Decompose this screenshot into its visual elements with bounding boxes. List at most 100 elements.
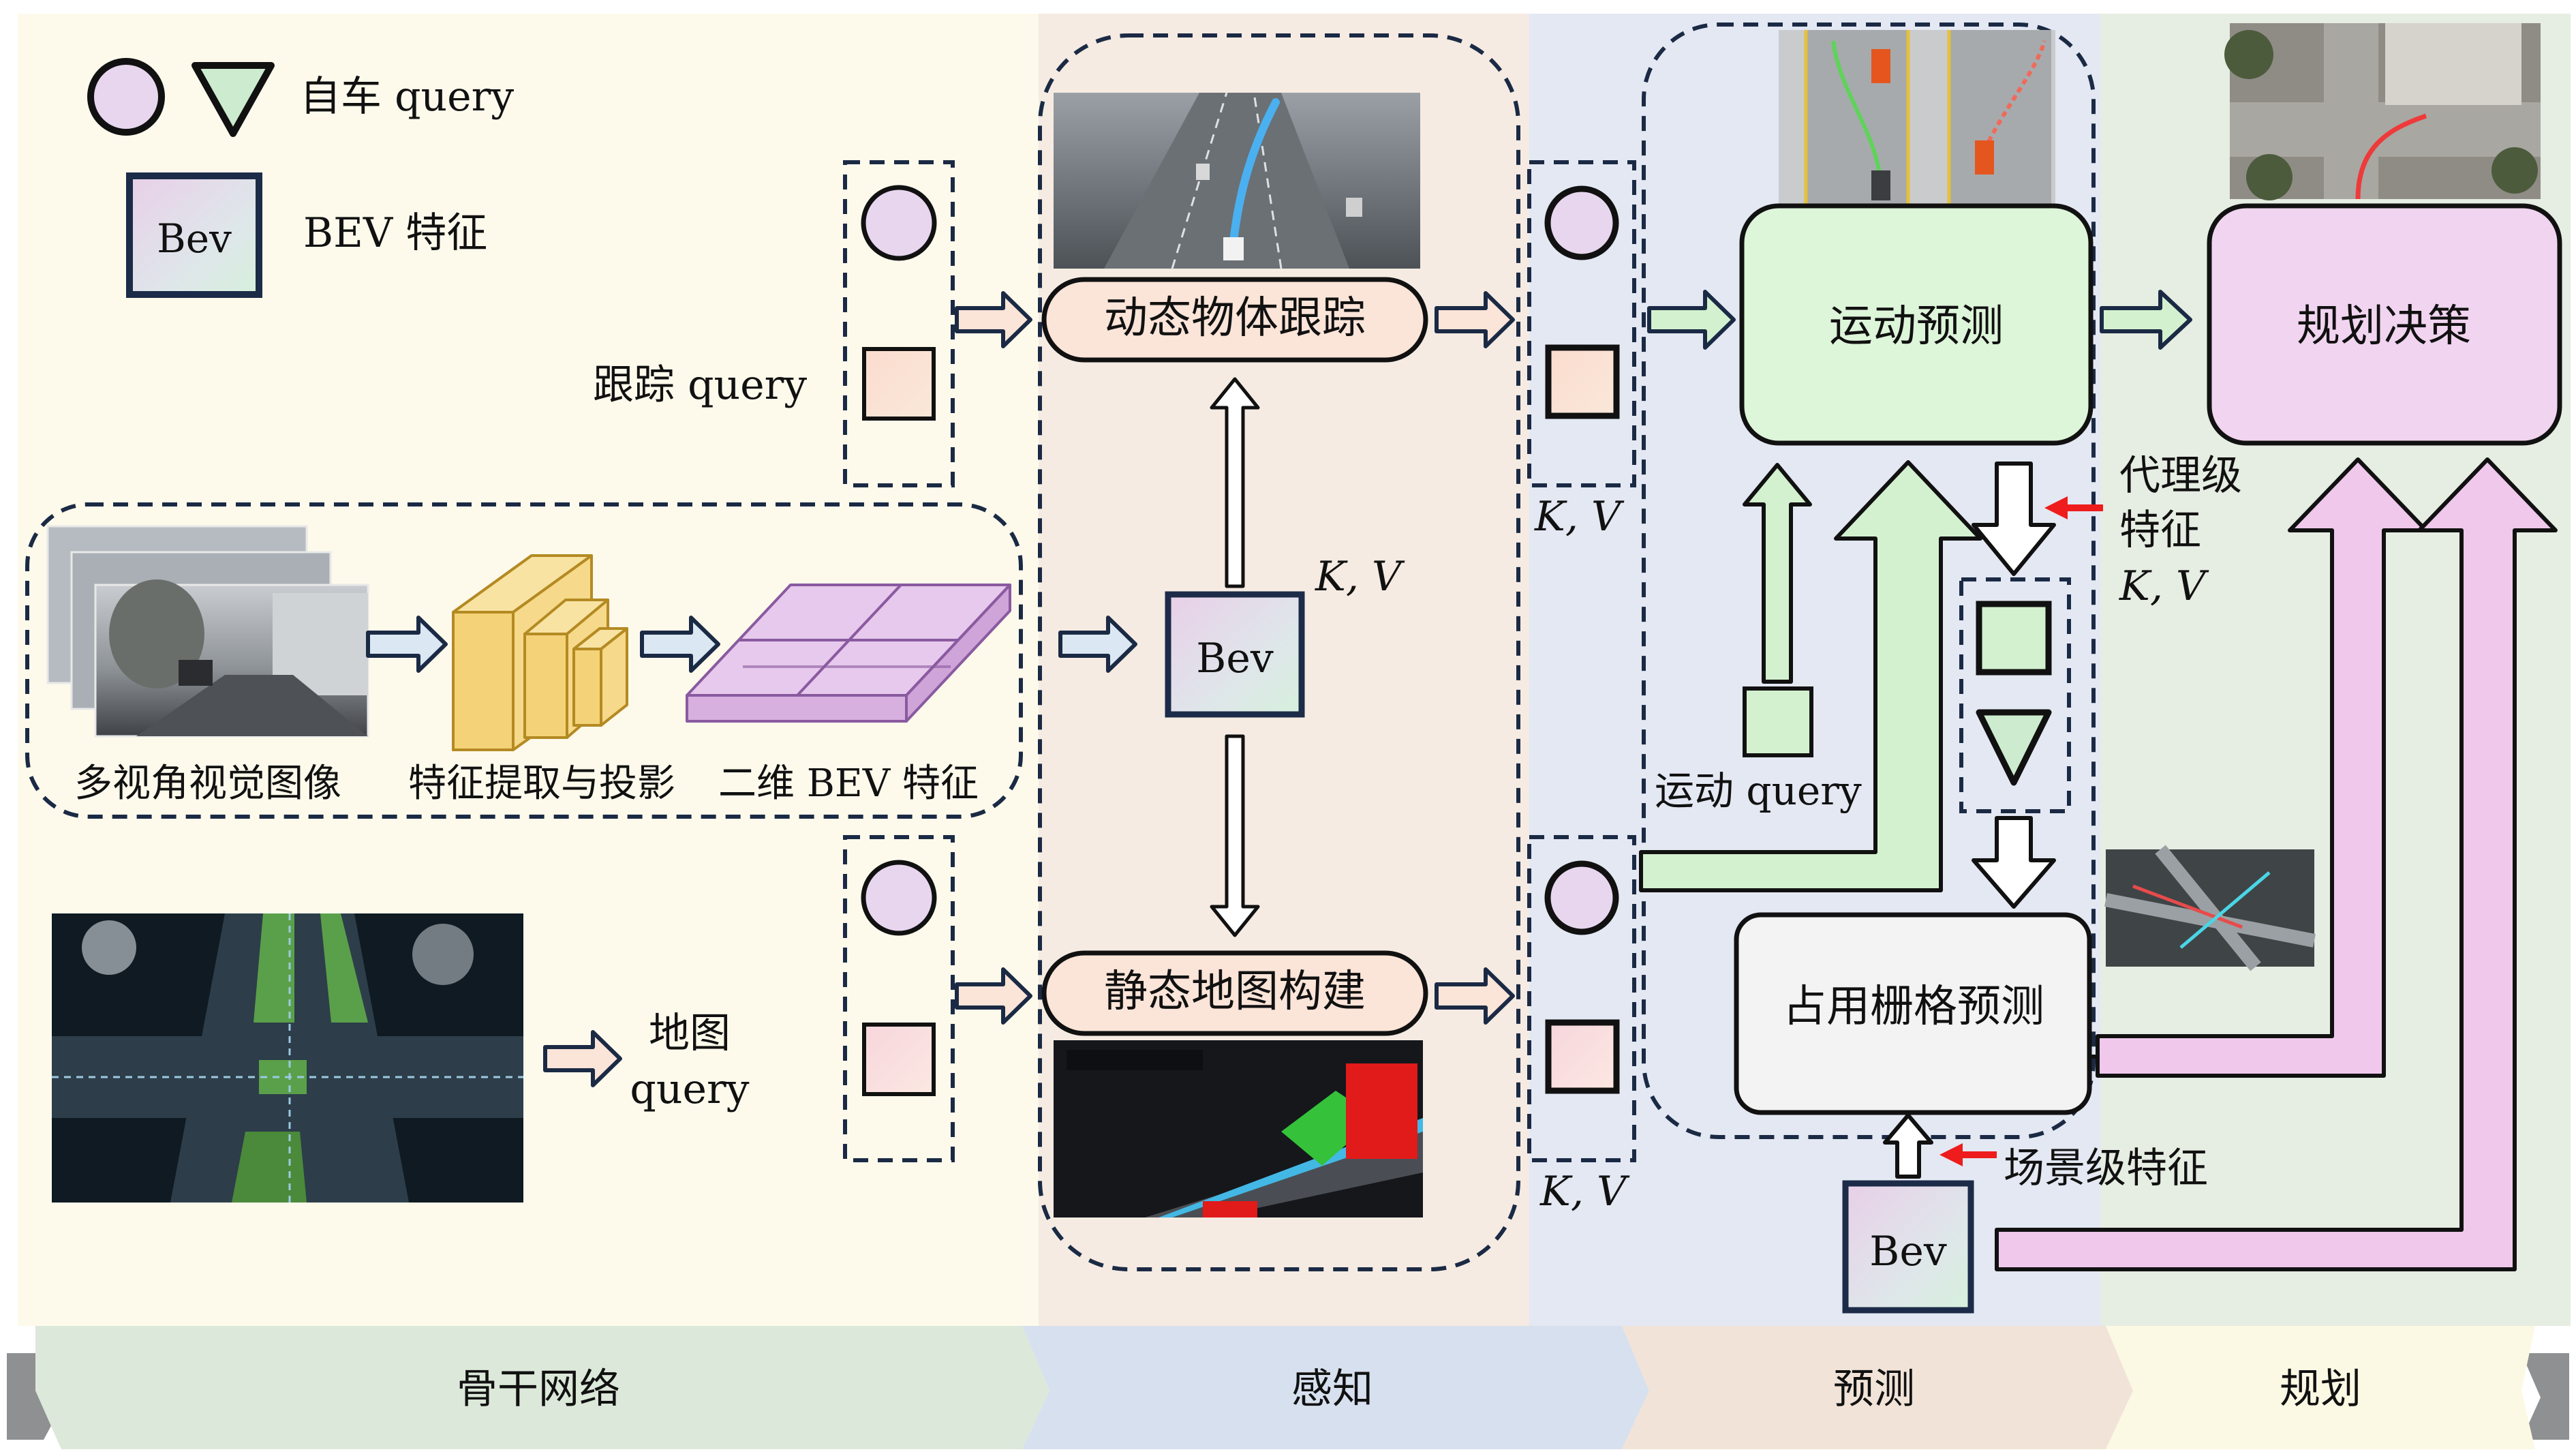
mapping-image xyxy=(1054,1040,1423,1217)
mapping-output-ego-circle-icon xyxy=(1544,860,1619,935)
multi-view-images-label: 多视角视觉图像 xyxy=(74,761,341,806)
agent-feature-kv-label: K, V xyxy=(2119,562,2209,610)
tracking-ego-car xyxy=(1223,237,1244,260)
prediction-bev-box xyxy=(1842,1180,1974,1314)
arrow-bev-to-planning xyxy=(1995,457,2558,1271)
feature-extractor-cnn xyxy=(452,554,628,751)
motion-prediction-module xyxy=(1739,203,2094,446)
planning-section: 规划决策 xyxy=(1995,23,2562,1271)
legend-ego-query-label: 自车 query xyxy=(300,73,514,121)
occupancy-image xyxy=(2104,845,2316,971)
cnn-block-1-front xyxy=(452,611,515,751)
track-query-ego-circle-icon xyxy=(861,185,937,261)
arrow-occupancy-to-planning xyxy=(2096,457,2428,1078)
arrow-images-to-extractor xyxy=(366,616,448,673)
agent-features-group xyxy=(1959,577,2071,813)
tracking-output-group xyxy=(1527,160,1636,487)
hd-map-image xyxy=(52,913,523,1203)
mapping-module-label: 静态地图构建 xyxy=(1104,967,1366,1017)
scene-feature-red-arrow-head xyxy=(1939,1143,1963,1166)
feature-extraction-label: 特征提取与投影 xyxy=(408,761,675,806)
agent-feature-label-line2: 特征 xyxy=(2119,506,2201,554)
tracking-car-1 xyxy=(1196,164,1210,180)
motion-road-left xyxy=(1806,30,1908,205)
track-query-square-icon xyxy=(862,347,936,421)
planning-decision-module xyxy=(2207,203,2562,446)
map-query-label-line1: 地图 xyxy=(649,1010,731,1057)
prediction-section: K, V K, V 运动预测 运动 query xyxy=(1527,22,2242,1314)
legend-ego-triangle-icon xyxy=(191,62,275,137)
bev-2d-label: 二维 BEV 特征 xyxy=(718,761,979,806)
tracking-output-square-icon xyxy=(1545,344,1620,419)
track-query-label: 跟踪 query xyxy=(593,361,807,409)
arrow-motion-query-to-motion xyxy=(1743,463,1812,684)
perception-section: 动态物体跟踪 Bev K, V 静态地图构建 xyxy=(1038,33,1520,1271)
tracking-module-label: 动态物体跟踪 xyxy=(1104,293,1366,344)
arrow-bev-to-tracking xyxy=(1210,377,1260,588)
scene-feature-label: 场景级特征 xyxy=(2004,1145,2208,1192)
arrow-mapping-to-kv xyxy=(1435,967,1515,1025)
arrow-track-query-to-tracking xyxy=(955,291,1032,348)
planning-building xyxy=(2385,23,2521,105)
bev-2d-plane xyxy=(686,584,1011,723)
cnn-block-3-front xyxy=(523,633,568,739)
motion-red-traj xyxy=(1982,40,2046,151)
tracking-car-2 xyxy=(1346,198,1362,217)
planning-decision-label: 规划决策 xyxy=(2297,301,2471,352)
hd-map-tree-1 xyxy=(82,920,136,975)
multi-view-images xyxy=(46,525,369,738)
map-query-square-icon xyxy=(862,1023,936,1096)
hd-map-tree-2 xyxy=(412,924,474,985)
bev-plane-front xyxy=(686,694,908,723)
cnn-block-4-side xyxy=(600,627,628,727)
motion-car-2 xyxy=(1975,140,1994,175)
occupancy-prediction-module xyxy=(1734,912,2092,1115)
agent-feature-triangle-icon xyxy=(1976,709,2052,786)
perception-kv-label: K, V xyxy=(1315,553,1405,601)
occupancy-road-2 xyxy=(2155,845,2261,971)
arrow-tracking-to-kv xyxy=(1435,291,1515,348)
motion-road-right xyxy=(1949,30,2051,205)
arrow-kv-to-motion xyxy=(1647,290,1736,350)
legend-bev-feature-label: BEV 特征 xyxy=(303,209,487,257)
map-query-label-line2: query xyxy=(630,1065,749,1113)
tracking-lane-2 xyxy=(1253,92,1283,269)
map-query-ego-circle-icon xyxy=(861,860,937,936)
mapping-red-block-2 xyxy=(1203,1201,1257,1217)
arrow-bev-to-occupancy xyxy=(1883,1113,1933,1179)
mapping-caption-bar xyxy=(1067,1050,1203,1070)
mapping-output-square-icon xyxy=(1545,1019,1620,1094)
stage-bar-right-cap xyxy=(2521,1353,2569,1440)
arrow-motion-to-agent-features xyxy=(1972,462,2056,576)
hd-map-green-1 xyxy=(254,913,294,1023)
planning-road xyxy=(2230,102,2541,157)
legend: 自车 query Bev BEV 特征 xyxy=(87,58,514,298)
stage-planning xyxy=(2106,1326,2535,1449)
tracking-trajectory xyxy=(1228,98,1280,258)
tracking-lane-1 xyxy=(1171,92,1228,269)
planning-tree-1 xyxy=(2224,30,2273,79)
hd-map-green-2 xyxy=(320,913,368,1023)
cnn-block-4-front xyxy=(572,648,602,727)
stage-backbone xyxy=(35,1326,1049,1449)
arrow-bev-to-mapping xyxy=(1210,734,1260,937)
camera-road xyxy=(136,675,368,736)
legend-ego-circle-icon xyxy=(87,58,165,136)
stage-label-backbone: 骨干网络 xyxy=(457,1365,620,1413)
kv-top-label: K, V xyxy=(1534,493,1625,541)
tracking-output-ego-circle-icon xyxy=(1544,185,1619,260)
prediction-bev-label: Bev xyxy=(1869,1228,1947,1275)
tracking-image xyxy=(1054,92,1420,269)
legend-bev-icon-text: Bev xyxy=(157,215,232,262)
motion-car-1 xyxy=(1871,49,1890,83)
planning-tree-2 xyxy=(2246,154,2293,200)
map-query-group xyxy=(843,835,955,1162)
kv-bottom-label: K, V xyxy=(1539,1168,1630,1215)
legend-bev-icon xyxy=(126,172,262,298)
mapping-red-block-1 xyxy=(1346,1063,1417,1159)
mapping-module xyxy=(1041,950,1428,1036)
occupancy-red-traj xyxy=(2132,884,2243,929)
stage-label-perception: 感知 xyxy=(1291,1365,1373,1413)
arrow-map-to-query xyxy=(543,1030,622,1087)
